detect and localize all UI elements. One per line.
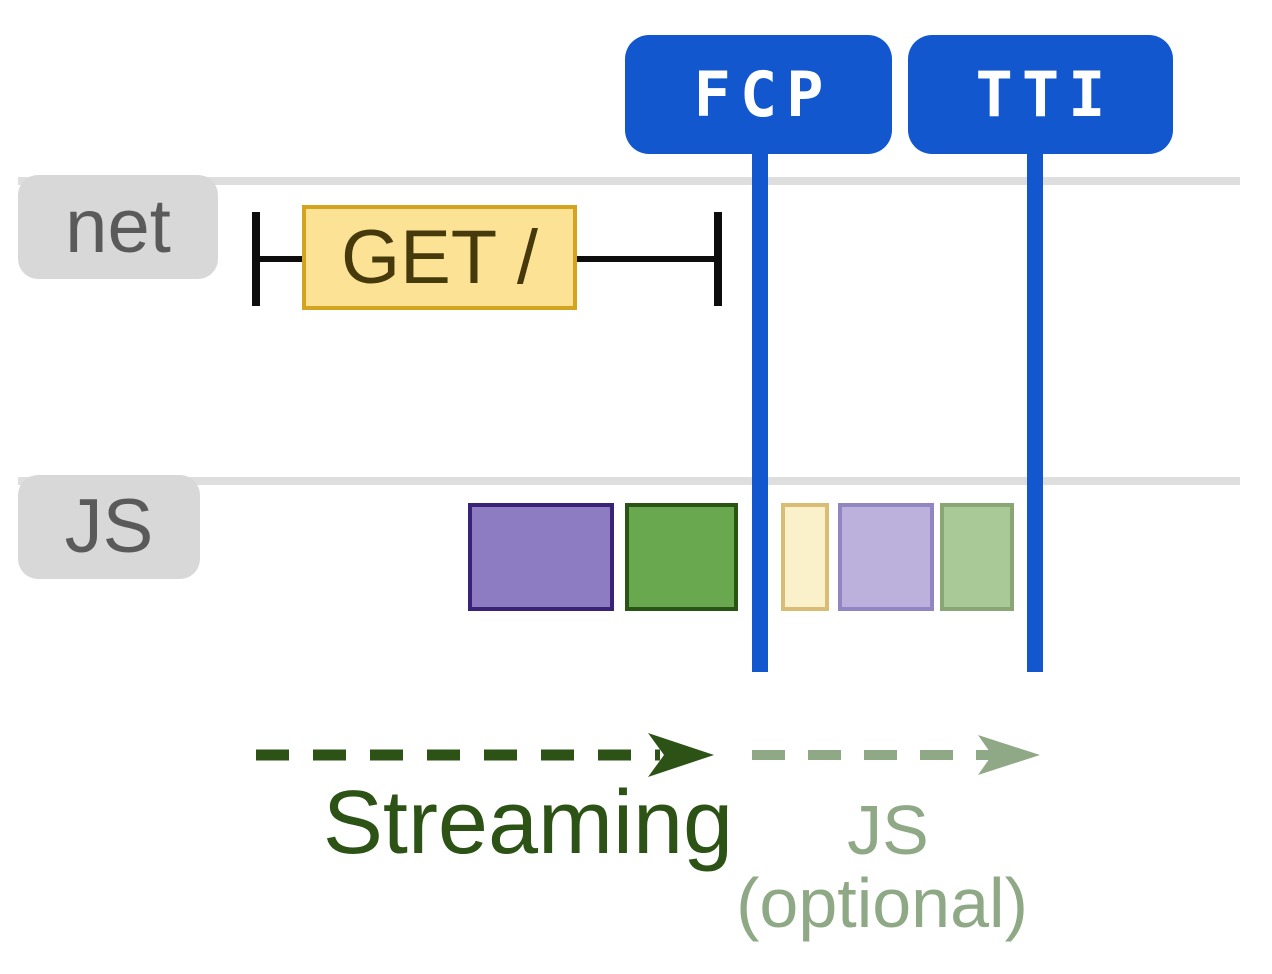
request-duration-line-right [574, 256, 716, 262]
fcp-badge: FCP [625, 35, 892, 154]
streaming-phase-label: Streaming [322, 773, 734, 873]
tti-badge: TTI [908, 35, 1173, 154]
request-end-tick [714, 212, 722, 306]
js-phase-label: JS [847, 791, 929, 869]
js-block-light-yellow [781, 503, 829, 611]
js-track-label: JS [18, 475, 200, 579]
js-block-light-purple [838, 503, 934, 611]
js-block-purple [468, 503, 614, 611]
request-start-tick [252, 212, 260, 306]
fcp-badge-label: FCP [693, 58, 833, 131]
fcp-marker-line [752, 150, 768, 672]
tti-marker-line [1027, 150, 1043, 672]
network-request-label: GET / [340, 214, 539, 300]
net-track-line [18, 177, 1240, 185]
network-request-box: GET / [302, 205, 577, 310]
js-track-label-text: JS [64, 484, 154, 569]
request-duration-line-left [258, 256, 306, 262]
js-optional-arrow-head-icon [978, 735, 1040, 775]
js-track-line [18, 477, 1240, 485]
js-phase-optional-label: (optional) [736, 864, 1028, 942]
js-block-green [625, 503, 738, 611]
js-block-light-green [940, 503, 1014, 611]
net-track-label-text: net [65, 184, 171, 269]
streaming-arrow-head-icon [648, 733, 714, 777]
tti-badge-label: TTI [975, 58, 1115, 131]
net-track-label: net [18, 175, 218, 279]
